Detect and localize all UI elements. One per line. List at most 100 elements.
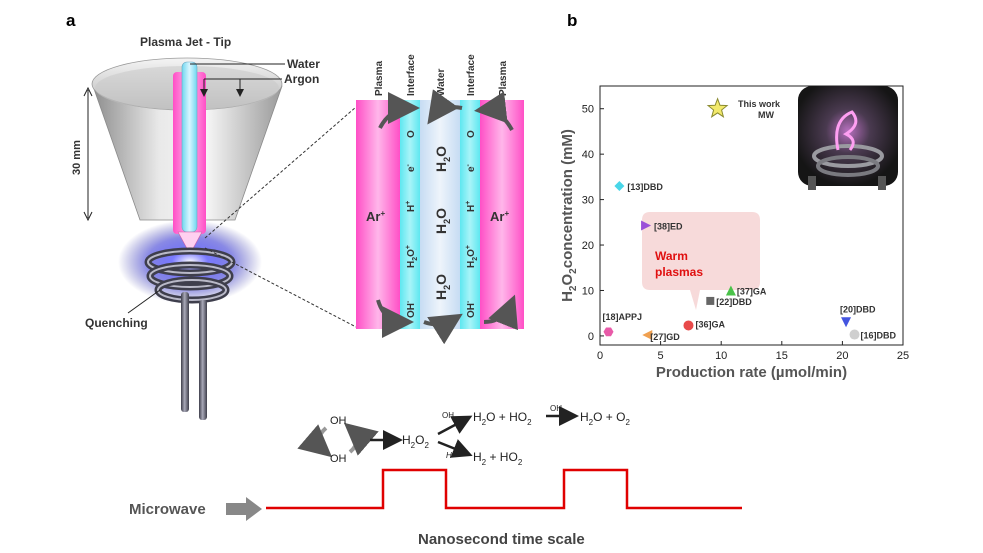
species-o-right: O: [466, 130, 477, 138]
product-h2o-o2: H2O + O2: [580, 410, 630, 427]
panel-a-label: a: [66, 11, 76, 30]
point-36-ga: [683, 320, 694, 331]
point-label-20-dbd: [20]DBD: [840, 304, 876, 314]
interface-diagram: Plasma Interface Water Interface Plasma …: [356, 54, 524, 345]
x-tick-label-3: 15: [776, 350, 788, 362]
y-tick-label-0: 0: [588, 331, 594, 343]
y-tick-label-3: 30: [582, 195, 594, 207]
dimension-arrow-bottom: [83, 211, 93, 222]
warm-label-2: plasmas: [655, 265, 703, 279]
coil-rod-left: [181, 292, 189, 412]
ar-ion-right: Ar+: [490, 209, 509, 224]
zoom-interface-left: [400, 100, 420, 329]
plasma-jet-title: Plasma Jet - Tip: [140, 35, 231, 49]
point-13-dbd: [614, 180, 625, 191]
x-tick-label-0: 0: [597, 350, 603, 362]
oh-cycle-arrow-right: [343, 422, 379, 456]
species-h3o-left: H2O+: [405, 245, 419, 268]
quenching-leader: [127, 289, 161, 314]
y-tick-label-4: 40: [582, 149, 594, 161]
species-h3o-right: H2O+: [465, 245, 479, 268]
timescale-label: Nanosecond time scale: [418, 531, 585, 548]
flow-arrow-bottom-left: [376, 299, 414, 338]
product-h2o-ho2: H2O + HO2: [473, 410, 532, 427]
warm-plasmas-region: [642, 212, 760, 310]
arrow-label-h: H: [446, 451, 452, 460]
x-tick-label-5: 25: [897, 350, 909, 362]
water-h2o-bottom: H2O: [433, 274, 452, 300]
x-tick-label-4: 20: [836, 350, 848, 362]
reaction-arrow-up: [437, 415, 473, 436]
y-tick-label-2: 20: [582, 240, 594, 252]
species-e-left: e-: [405, 163, 417, 172]
species-h-left: H+: [405, 201, 417, 212]
point-20-dbd: [841, 317, 852, 328]
coil-rod-right: [199, 300, 207, 420]
point-label-18-appj: [18]APPJ: [602, 312, 642, 322]
water-h2o-middle: H2O: [433, 208, 452, 234]
col-header-plasma-right: Plasma: [498, 61, 509, 96]
point-label-36-ga: [36]GA: [695, 319, 725, 329]
point-this-work: [706, 97, 729, 118]
water-label: Water: [287, 57, 320, 71]
flow-arrow-top-right: [474, 91, 514, 131]
oh-reactant-2: OH: [330, 453, 347, 465]
ar-ion-left: Ar+: [366, 209, 385, 224]
inset-photo: [798, 86, 898, 190]
x-tick-label-2: 10: [715, 350, 727, 362]
point-label-37-ga: [37]GA: [737, 286, 767, 296]
plot-frame: [599, 85, 904, 346]
point-22-dbd: [706, 296, 715, 305]
col-header-water: Water: [436, 68, 447, 96]
jet-tip: [177, 231, 203, 255]
quenching-label: Quenching: [85, 316, 148, 330]
reaction-scheme: OH OH H2O2 OH H H2O + HO2 OH H2O + O2 H2…: [297, 404, 630, 467]
zoom-line-top: [204, 106, 357, 239]
zoom-line-bottom: [204, 247, 357, 328]
pulse-waveform: [266, 468, 742, 510]
col-header-interface-right: Interface: [466, 54, 477, 96]
this-work-label-2: MW: [758, 110, 774, 120]
point-37-ga: [725, 285, 736, 296]
data-marks: [13]DBD[38]ED[37]GA[22]DBD[20]DBD[36]GA[…: [602, 97, 897, 342]
arrow-label-oh-2: OH: [550, 404, 562, 413]
y-tick-label-5: 50: [582, 104, 594, 116]
point-16-dbd: [849, 329, 860, 340]
x-tick-label-1: 5: [658, 350, 664, 362]
x-axis-label: Production rate (µmol/min): [656, 364, 847, 381]
point-27-gd: [642, 330, 653, 341]
point-label-16-dbd: [16]DBD: [861, 331, 897, 341]
microwave-pulse: Microwave Nanosecond time scale: [129, 468, 742, 548]
col-header-interface-left: Interface: [406, 54, 417, 96]
col-header-plasma-left: Plasma: [374, 61, 385, 96]
dimension-label: 30 mm: [71, 140, 83, 175]
flow-arrow-top-mid: [427, 89, 463, 125]
species-h-right: H+: [465, 201, 477, 212]
point-label-38-ed: [38]ED: [654, 221, 683, 231]
water-tube: [181, 61, 198, 233]
y-axis-label: H2O2concentration (mM): [559, 129, 579, 302]
species-e-right: e-: [465, 163, 477, 172]
point-label-27-gd: [27]GD: [650, 332, 680, 342]
zoom-plasma-left: [356, 100, 400, 329]
point-label-22-dbd: [22]DBD: [716, 297, 752, 307]
product-h2-ho2: H2 + HO2: [473, 450, 523, 467]
warm-label-1: Warm: [655, 249, 688, 263]
species-oh-right: OH-: [465, 300, 477, 318]
microwave-arrow: [226, 497, 262, 521]
this-work-label-1: This work: [738, 99, 781, 109]
dimension-arrow-top: [83, 86, 93, 97]
flow-arrow-bottom-mid: [423, 313, 463, 345]
zoom-interface-right: [460, 100, 480, 329]
point-18-appj: [603, 327, 614, 337]
point-38-ed: [641, 220, 652, 231]
zoom-plasma-right: [480, 100, 524, 329]
panel-b-label: b: [567, 11, 577, 30]
oh-cycle-arrow-left: [297, 424, 333, 458]
panel-a: a Plasma Jet - Tip Water Argon 30 mm: [66, 11, 524, 420]
flow-arrow-bottom-right: [483, 294, 518, 331]
